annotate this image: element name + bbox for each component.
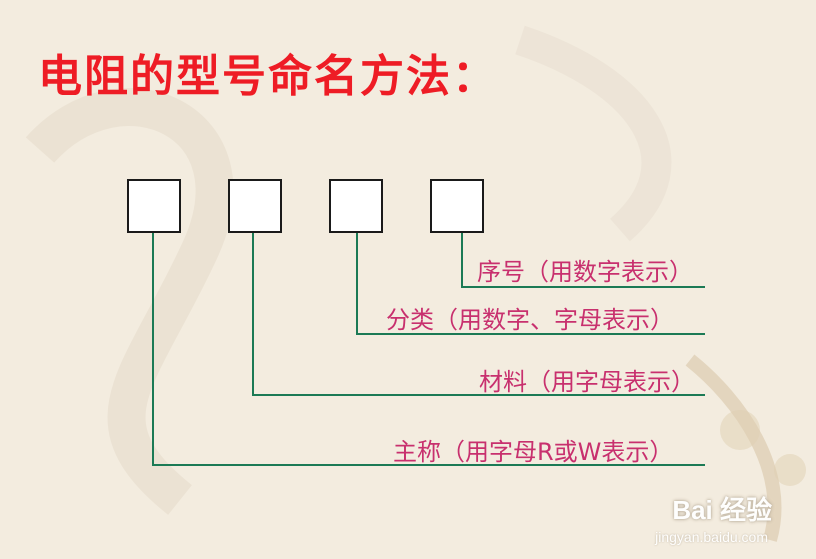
connector-line-4 — [461, 233, 463, 288]
page-title: 电阻的型号命名方法： — [38, 51, 498, 102]
watermark-url: jingyan.baidu.com — [655, 529, 768, 545]
underline-3 — [356, 333, 705, 335]
code-box-2 — [228, 179, 282, 233]
label-category: 分类（用数字、字母表示） — [386, 306, 674, 334]
code-box-1 — [127, 179, 181, 233]
label-serial: 序号（用数字表示） — [477, 258, 693, 286]
connector-line-1 — [152, 233, 154, 466]
watermark-logo: Bai 经验 — [672, 495, 772, 525]
label-material: 材料（用字母表示） — [479, 368, 695, 396]
underline-4 — [461, 286, 705, 288]
connector-line-3 — [356, 233, 358, 335]
underline-2 — [252, 394, 705, 396]
label-main-name: 主称（用字母R或W表示） — [393, 438, 674, 466]
code-box-4 — [430, 179, 484, 233]
underline-1 — [152, 464, 705, 466]
code-box-3 — [329, 179, 383, 233]
connector-line-2 — [252, 233, 254, 396]
